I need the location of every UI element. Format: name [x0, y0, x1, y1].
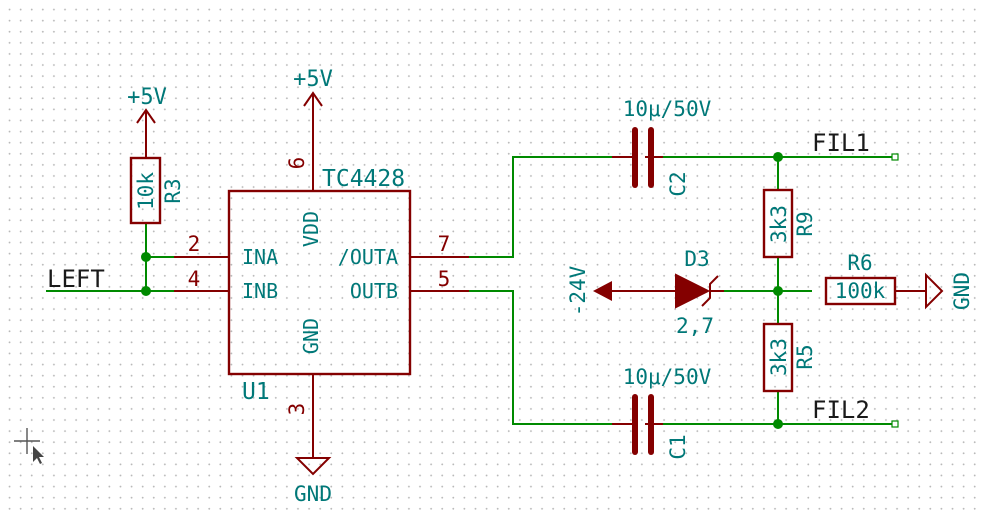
power-arrow-icon [303, 91, 323, 107]
net-label-fil2[interactable]: FIL2 [812, 396, 899, 428]
power-arrow-icon [593, 281, 612, 301]
capacitor-c1[interactable]: 10μ/50V C1 [612, 365, 712, 460]
power-label-r3: +5V [127, 85, 167, 110]
d3-reference: D3 [684, 247, 709, 271]
r3-body [129, 156, 162, 225]
ground-label-u1: GND [294, 482, 332, 506]
resistor-r3[interactable]: 10k R3 [129, 108, 185, 225]
ground-symbol-icon [294, 457, 332, 476]
power-label-neg24: -24V [566, 265, 590, 316]
wire-outb-c1 [469, 290, 612, 425]
u1-pin-number-outb: 5 [438, 267, 451, 291]
capacitor-c2[interactable]: 10μ/50V C2 [612, 97, 712, 197]
d3-value: 2,7 [676, 314, 714, 338]
junction-dot [141, 286, 151, 296]
net-label-fil1[interactable]: FIL1 [812, 129, 899, 161]
r3-reference: R3 [161, 178, 185, 203]
junction-dot [773, 152, 783, 162]
junction-dot [773, 419, 783, 429]
junction-dot [773, 286, 783, 296]
resistor-r5[interactable]: 3k3 R5 [762, 322, 817, 393]
u1-body [227, 189, 412, 376]
crosshair-cursor-icon [14, 428, 44, 464]
u1-pin-name-gnd: GND [299, 318, 323, 354]
net-label-fil1-text: FIL1 [812, 129, 870, 157]
net-label-fil2-text: FIL2 [812, 396, 870, 424]
ground-label-r6: GND [950, 272, 974, 310]
u1-pin-name-inb: INB [242, 279, 278, 303]
c1-reference: C1 [666, 434, 690, 459]
ground-symbol-icon [925, 272, 944, 310]
c2-reference: C2 [666, 171, 690, 196]
r5-reference: R5 [793, 344, 817, 369]
junctions [141, 152, 783, 429]
u1-pin-name-outb: OUTB [350, 279, 398, 303]
c2-value: 10μ/50V [623, 97, 712, 121]
r9-value: 3k3 [767, 205, 791, 243]
u1-pin-number-outa: 7 [438, 232, 451, 256]
u1-pin-name-vdd: VDD [299, 211, 323, 247]
connector-square-icon[interactable] [891, 153, 899, 161]
zener-diode-d3[interactable]: D3 2,7 [612, 247, 724, 338]
r6-reference: R6 [847, 251, 872, 275]
resistor-r6[interactable]: 100k R6 [824, 251, 926, 306]
r9-body [762, 188, 794, 259]
r6-body [824, 276, 897, 306]
u1-pin-number-ina: 2 [188, 232, 201, 256]
r3-value: 10k [134, 172, 158, 210]
connector-square-icon[interactable] [891, 420, 899, 428]
junction-dot [141, 252, 151, 262]
r5-body [762, 322, 794, 393]
r9-reference: R9 [793, 211, 817, 236]
r5-value: 3k3 [767, 338, 791, 376]
u1-pin-number-gnd: 3 [285, 403, 309, 416]
u1-pin-name-outa: /OUTA [338, 245, 398, 269]
power-label-u1: +5V [293, 67, 333, 92]
u1-pin-name-ina: INA [242, 245, 278, 269]
power-arrow-icon [136, 108, 156, 124]
wire-outa-c2 [469, 156, 612, 258]
u1-reference: U1 [242, 379, 270, 405]
d3-triangle [675, 273, 711, 309]
net-label-left: LEFT [47, 265, 105, 293]
c1-value: 10μ/50V [623, 365, 712, 389]
r6-value: 100k [835, 279, 886, 303]
u1-value: TC4428 [322, 166, 405, 192]
u1-pin-number-inb: 4 [188, 267, 201, 291]
u1-pin-number-vdd: 6 [285, 157, 309, 170]
ic-u1[interactable]: 2 4 7 5 6 3 INA INB /OUTA OUTB VDD GND T… [174, 93, 469, 458]
resistor-r9[interactable]: 3k3 R9 [762, 188, 817, 259]
